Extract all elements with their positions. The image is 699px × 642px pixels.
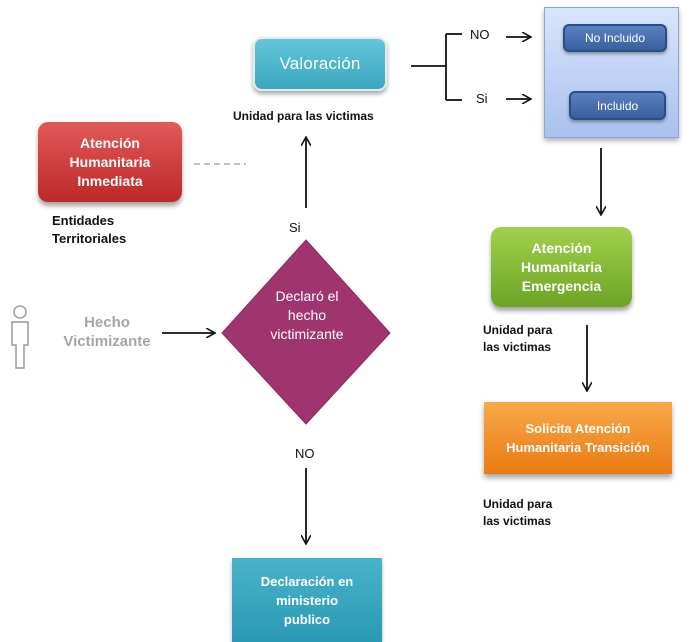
caption-atencion-inmediata-line1: Entidades — [52, 213, 115, 228]
caption-atencion-emergencia-line1: Unidad para — [483, 323, 553, 337]
caption-atencion-emergencia: Unidad para las victimas — [483, 322, 552, 356]
decision-label-line1: Declaró el — [275, 288, 339, 304]
label-no-branch: NO — [470, 27, 490, 42]
label-no-down: NO — [295, 446, 315, 461]
caption-solicita-line2: las victimas — [483, 514, 552, 528]
node-atencion-inmediata-line2: Humanitaria — [69, 153, 151, 170]
node-atencion-inmediata-line1: Atención — [80, 134, 140, 151]
caption-atencion-emergencia-line2: las victimas — [483, 340, 552, 354]
node-incluido: Incluido — [569, 91, 666, 120]
decision-label: Declaró el hecho victimizante — [247, 287, 367, 344]
node-atencion-inmediata-line3: Inmediata — [77, 172, 143, 189]
node-declaracion-line3: publico — [283, 611, 331, 627]
caption-solicita: Unidad para las victimas — [483, 496, 552, 530]
node-declaracion-ministerio: Declaración en ministerio publico — [232, 558, 382, 642]
node-hecho-victimizante: Hecho Victimizante — [48, 313, 166, 351]
node-atencion-emergencia-line2: Humanitaria — [521, 258, 602, 275]
decision-label-line2: hecho — [287, 307, 327, 323]
node-hecho-line1: Hecho — [84, 314, 130, 331]
caption-atencion-inmediata: Entidades Territoriales — [52, 212, 126, 248]
node-valoracion: Valoración — [253, 37, 387, 91]
decision-label-line3: victimizante — [270, 326, 344, 342]
node-declaracion-line2: ministerio — [275, 592, 339, 608]
person-icon — [11, 305, 29, 369]
label-si-branch: Si — [476, 91, 488, 106]
node-no-incluido: No Incluido — [563, 24, 667, 52]
decision-diamond — [221, 239, 391, 425]
node-hecho-line2: Victimizante — [63, 333, 151, 350]
node-solicita-transicion: Solicita Atención Humanitaria Transición — [484, 402, 672, 474]
node-atencion-inmediata: Atención Humanitaria Inmediata — [38, 122, 182, 202]
caption-valoracion: Unidad para las victimas — [233, 109, 374, 123]
node-atencion-emergencia-line3: Emergencia — [521, 277, 602, 294]
node-solicita-line1: Solicita Atención — [525, 421, 631, 436]
node-declaracion-line1: Declaración en — [260, 573, 354, 589]
label-si-up: Si — [289, 220, 301, 235]
caption-solicita-line1: Unidad para — [483, 497, 553, 511]
edge-valoracion-branch — [411, 33, 462, 101]
caption-atencion-inmediata-line2: Territoriales — [52, 231, 127, 246]
node-atencion-emergencia: Atención Humanitaria Emergencia — [491, 227, 632, 307]
node-solicita-line2: Humanitaria Transición — [506, 440, 650, 455]
node-atencion-emergencia-line1: Atención — [531, 239, 592, 256]
